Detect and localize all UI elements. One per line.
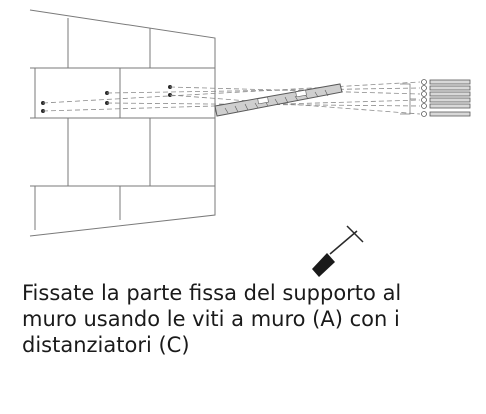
brick-wall-icon xyxy=(29,9,216,237)
instruction-caption: Fissate la parte fissa del supporto al m… xyxy=(22,281,402,357)
wall-mount-bracket-icon xyxy=(214,83,343,117)
bracket-connector xyxy=(400,83,416,115)
mounting-diagram xyxy=(29,9,471,277)
wall-holes xyxy=(41,85,172,113)
screw-and-spacer-icon xyxy=(421,79,471,117)
screwdriver-icon xyxy=(312,225,364,277)
